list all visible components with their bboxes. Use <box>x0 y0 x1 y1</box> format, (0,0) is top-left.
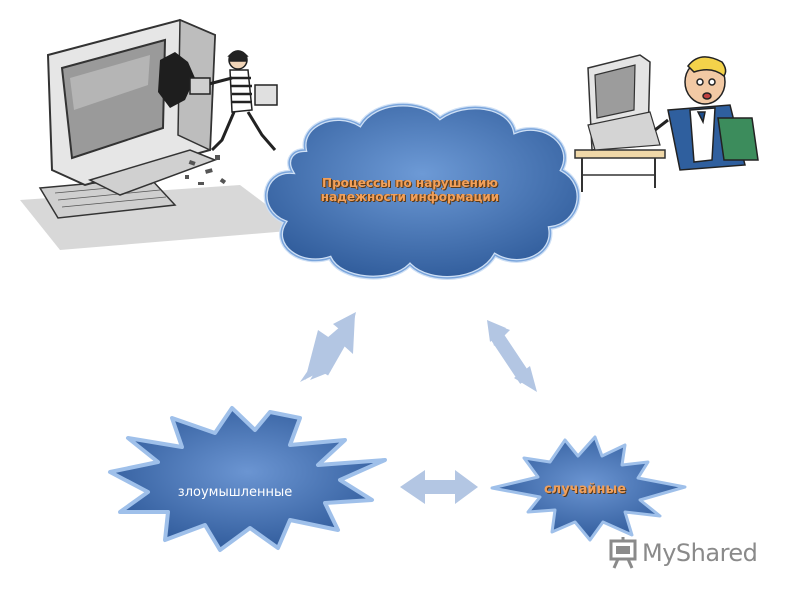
confused-user-at-computer-illustration <box>574 54 759 192</box>
left-node-label: злоумышленные <box>177 485 293 500</box>
watermark: MyShared <box>608 536 758 570</box>
center-node-label-line1: Процессы по нарушению <box>322 176 498 190</box>
center-cloud-node <box>263 102 581 280</box>
connector-center-left <box>300 312 356 382</box>
right-starburst-node <box>490 435 687 542</box>
watermark-brand: MyShared <box>642 539 758 567</box>
connector-left-right <box>400 470 478 504</box>
center-node-label-line2: надежности информации <box>320 190 500 204</box>
connector-center-right <box>487 320 537 392</box>
hacker-breaking-computer-illustration <box>20 18 300 250</box>
center-node-label: Процессы по нарушению надежности информа… <box>300 176 520 204</box>
presentation-board-icon <box>609 537 637 569</box>
left-starburst-node <box>108 406 387 552</box>
right-node-label: случайные <box>543 482 627 497</box>
